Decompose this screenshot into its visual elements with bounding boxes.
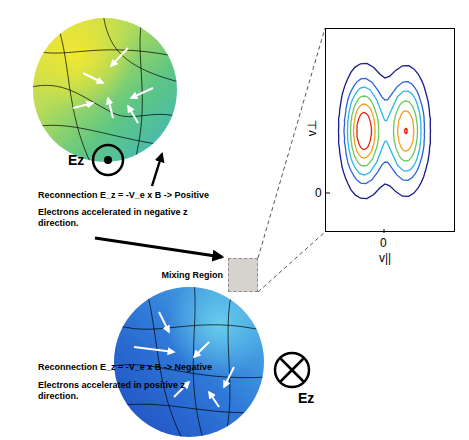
field-line <box>193 282 204 440</box>
map-disc <box>33 18 177 162</box>
annotation-text: Reconnection E_z = -V_e x B -> Negative <box>38 362 212 373</box>
axis-label: 0 <box>315 186 322 200</box>
into-page-cross <box>280 358 304 382</box>
contour-line <box>354 104 376 158</box>
annotation-text: Electrons accelerated in positive z dire… <box>38 380 198 402</box>
flow-arrow <box>111 48 128 66</box>
pointer-arrow <box>95 238 222 257</box>
flow-arrow <box>134 347 174 352</box>
region-label: Mixing Region <box>162 270 224 281</box>
flow-arrow <box>83 73 103 83</box>
zoom-connector <box>258 28 325 258</box>
contour-line <box>398 111 415 151</box>
field-line <box>103 13 183 83</box>
axis-tick <box>326 193 330 194</box>
axis-tick <box>384 229 385 233</box>
into-page-cross <box>280 358 304 382</box>
flow-arrow <box>194 342 209 357</box>
field-label: Ez <box>298 390 314 406</box>
flow-arrow <box>108 98 113 118</box>
contour-line <box>405 129 408 134</box>
field-lines <box>109 282 269 440</box>
field-map-circle: Ez <box>33 18 177 162</box>
annotation-text: Reconnection E_z = -V_e x B -> Positive <box>38 190 209 201</box>
field-line <box>53 13 93 168</box>
out-of-page-symbol <box>93 145 123 175</box>
axis-label: 0 <box>380 236 387 250</box>
distribution-plot-shape <box>326 29 456 233</box>
flow-arrow <box>159 312 169 332</box>
field-map-circle-shape <box>33 18 177 162</box>
field-label: Ez <box>68 152 84 168</box>
field-line <box>28 48 183 58</box>
distribution-plot: v⊥00v|| <box>325 28 455 232</box>
contour-line <box>393 101 417 161</box>
out-of-page-dot <box>104 156 112 164</box>
map-shading <box>33 18 177 162</box>
contour-line <box>351 96 379 166</box>
axis-label: v⊥ <box>305 120 319 136</box>
zoom-connector <box>258 232 325 292</box>
flow-arrow <box>128 106 138 123</box>
annotation-text: Electrons accelerated in negative z dire… <box>38 207 210 229</box>
contour-line <box>339 63 431 198</box>
flow-arrow <box>131 88 153 98</box>
flow-arrow <box>209 392 219 407</box>
contour-line <box>348 87 422 175</box>
field-line <box>109 404 269 413</box>
field-line <box>144 282 184 440</box>
field-line <box>109 322 269 332</box>
field-line <box>224 282 234 440</box>
flow-arrow <box>73 103 93 108</box>
contour-line <box>357 113 372 150</box>
into-page-symbol <box>275 353 309 387</box>
mixing-region-box: Mixing Region <box>228 258 258 292</box>
flow-arrow <box>224 367 234 387</box>
field-line <box>28 85 183 118</box>
field-line <box>133 13 143 168</box>
axis-label: v|| <box>379 251 391 265</box>
pointer-arrow <box>152 154 162 186</box>
contour-line <box>344 78 425 183</box>
